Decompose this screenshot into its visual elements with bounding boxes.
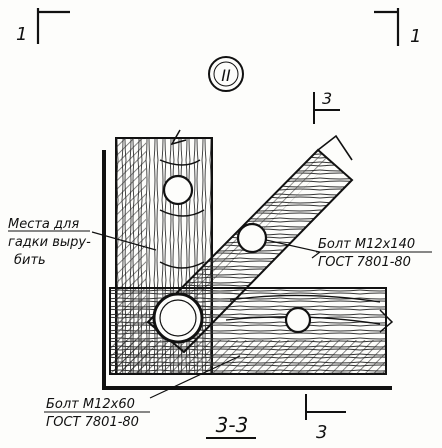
leader-notch — [91, 231, 157, 251]
detail-marker-label: II — [221, 66, 231, 85]
notch-note-line2: гадки выру- — [8, 235, 91, 250]
section-label-3-top: 3 — [322, 89, 332, 108]
leader-bolt-lower — [149, 355, 241, 399]
section-mark-left: 1 — [16, 8, 70, 45]
section-caption: 3-3 — [206, 413, 256, 439]
section-mark-3-top: 3 — [313, 89, 340, 124]
corner-angle-bracket — [102, 150, 392, 390]
section-caption-text: 3-3 — [216, 413, 249, 437]
bolt-upper-line1: Болт M12x140 — [318, 237, 415, 252]
notch-note-line1: Места для — [8, 217, 79, 232]
section-label-right: 1 — [410, 26, 421, 47]
bolt-circle-upper-post — [162, 174, 194, 206]
bolt-upper-note: Болт M12x140 ГОСТ 7801-80 — [316, 237, 432, 270]
horizontal-beam — [109, 287, 394, 375]
section-label-3-bottom: 3 — [316, 422, 327, 443]
bolt-circle-corner — [152, 292, 204, 344]
bolt-lower-line1: Болт M12x60 — [46, 397, 135, 412]
bolt-circle-beam — [284, 306, 312, 334]
bolt-lower-line2: ГОСТ 7801-80 — [46, 415, 139, 430]
section-mark-right: 1 — [374, 8, 421, 47]
bolt-lower-note: Болт M12x60 ГОСТ 7801-80 — [44, 397, 150, 430]
section-label-left: 1 — [16, 24, 27, 45]
notch-note-line3: бить — [14, 253, 46, 268]
bolt-upper-line2: ГОСТ 7801-80 — [318, 255, 411, 270]
section-mark-3-bottom: 3 — [305, 394, 346, 443]
bolt-circle-brace — [236, 222, 268, 254]
notch-note: Места для гадки выру- бить — [8, 217, 91, 268]
detail-marker: II — [208, 56, 244, 92]
